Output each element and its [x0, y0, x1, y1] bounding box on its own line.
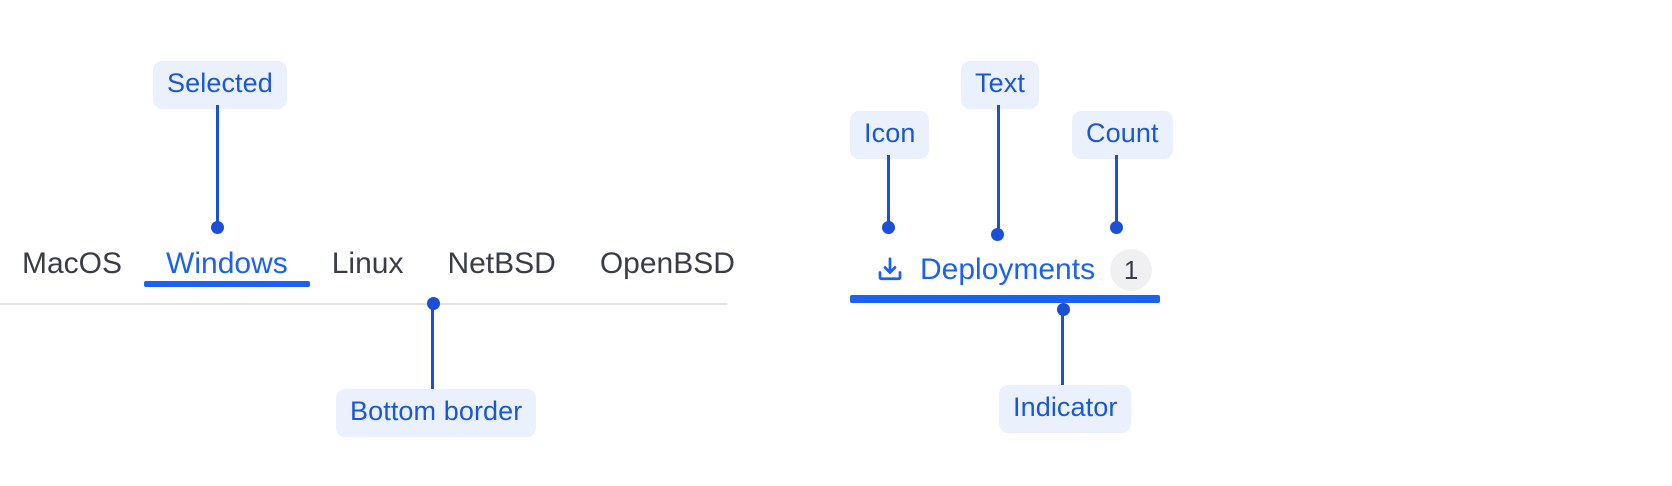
annotation-label-indicator: Indicator: [999, 385, 1132, 433]
tab-selected-indicator: [144, 281, 310, 287]
annotation-label-count: Count: [1072, 111, 1173, 159]
tab-macos[interactable]: MacOS: [0, 243, 144, 279]
leader-dot-count: [1110, 221, 1123, 234]
leader-line-indicator: [1061, 309, 1064, 389]
tab-label: NetBSD: [447, 247, 556, 280]
tab-linux[interactable]: Linux: [310, 243, 426, 279]
leader-line-selected: [216, 105, 219, 228]
tabbar-operating-systems: MacOS Windows Linux NetBSD OpenBSD: [0, 243, 735, 305]
tab-deployments[interactable]: Deployments 1: [850, 243, 1160, 291]
leader-dot-icon: [882, 221, 895, 234]
count-badge: 1: [1110, 249, 1153, 291]
annotation-label-selected: Selected: [153, 61, 287, 109]
tab-selected-indicator: [850, 295, 1160, 303]
tab-windows[interactable]: Windows: [144, 243, 310, 287]
tab-label: MacOS: [22, 247, 123, 280]
annotation-label-text: Text: [961, 61, 1039, 109]
tab-openbsd[interactable]: OpenBSD: [578, 243, 757, 279]
annotation-label-icon: Icon: [850, 111, 930, 159]
tab-list: MacOS Windows Linux NetBSD OpenBSD: [0, 243, 735, 303]
download-icon: [875, 255, 905, 285]
leader-line-count: [1115, 155, 1118, 228]
tab-label: OpenBSD: [599, 247, 735, 280]
leader-line-icon: [887, 155, 890, 228]
leader-dot-selected: [211, 221, 224, 234]
tabbar-deployments: Deployments 1: [850, 243, 1160, 303]
leader-dot-text: [991, 228, 1004, 241]
tab-label: Linux: [331, 247, 404, 280]
tab-label: Deployments: [920, 253, 1096, 286]
leader-line-text: [997, 105, 1000, 235]
annotation-label-bottom-border: Bottom border: [336, 389, 537, 437]
tab-netbsd[interactable]: NetBSD: [425, 243, 577, 279]
leader-line-bottom-border: [431, 303, 434, 389]
tab-label: Windows: [166, 247, 288, 280]
